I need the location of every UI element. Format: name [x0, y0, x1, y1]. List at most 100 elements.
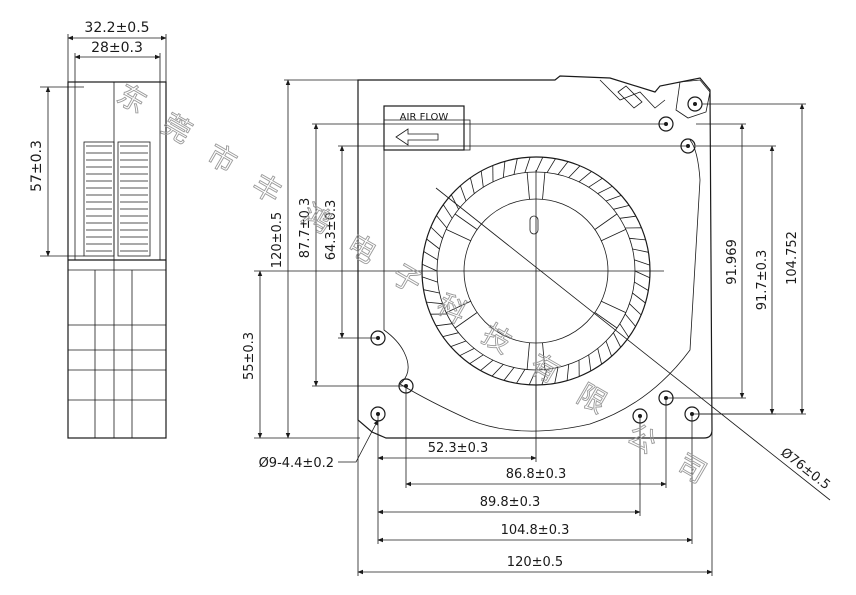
- impeller-blade: [436, 215, 448, 229]
- front-view: AIR FLOW Ø76±0.5: [242, 75, 833, 576]
- impeller-spoke: [526, 172, 530, 200]
- airflow-arrow-icon: [395, 128, 439, 146]
- impeller-blade: [435, 323, 453, 327]
- impeller-spoke: [446, 229, 471, 242]
- dim-bottom-3: 89.8±0.3: [480, 495, 541, 510]
- impeller-blade: [613, 332, 622, 348]
- impeller-blade: [491, 364, 504, 377]
- impeller-blade: [528, 369, 537, 385]
- impeller-blade: [632, 248, 649, 253]
- impeller-blade: [480, 170, 484, 188]
- dim-outlet-height: 57±0.3: [29, 140, 45, 192]
- impeller-blade: [459, 348, 475, 357]
- dim-right-3: 104.752: [785, 231, 800, 285]
- impeller-blade: [442, 332, 459, 337]
- impeller-spoke: [542, 342, 546, 370]
- impeller-blades: [422, 157, 650, 385]
- svg-text:丰: 丰: [247, 167, 288, 210]
- impeller-blade: [588, 354, 592, 372]
- impeller-blade: [422, 276, 438, 283]
- impeller-blade: [503, 367, 515, 381]
- hole-top-right-1: [687, 96, 703, 112]
- impeller-spokes: [446, 172, 626, 370]
- svg-text:子: 子: [387, 257, 428, 300]
- impeller-blade: [460, 185, 467, 202]
- svg-text:司: 司: [672, 447, 713, 490]
- dim-height-hole-1: 87.7±0.3: [298, 198, 313, 259]
- svg-text:电: 电: [342, 227, 383, 270]
- dim-overall-width: 32.2±0.5: [84, 20, 149, 36]
- dim-bottom-1: 52.3±0.3: [428, 441, 489, 456]
- dim-bottom-5: 120±0.5: [507, 555, 563, 570]
- impeller-blade: [634, 270, 650, 279]
- impeller-diameter-leader: [435, 187, 831, 501]
- dim-height-overall: 120±0.5: [270, 212, 285, 268]
- impeller-blade: [588, 177, 603, 188]
- impeller-blade: [442, 204, 453, 219]
- dim-height-hole-3: 55±0.3: [242, 332, 257, 380]
- impeller-blade: [605, 195, 622, 202]
- impeller-blade: [605, 340, 612, 357]
- impeller-blade: [480, 359, 494, 371]
- impeller-spoke: [594, 312, 618, 329]
- impeller-blade: [619, 323, 630, 338]
- dim-impeller-diameter: Ø76±0.5: [778, 445, 833, 493]
- impeller-blade: [450, 340, 467, 347]
- dim-hole-diameter: Ø9-4.4±0.2: [259, 456, 334, 471]
- side-view: 32.2±0.5 28±0.3 57±0.3: [29, 20, 167, 439]
- impeller-blade: [597, 348, 602, 365]
- impeller-blade: [524, 157, 531, 173]
- impeller-blade: [613, 205, 630, 210]
- impeller-blade: [450, 194, 459, 210]
- impeller-blade: [554, 367, 559, 384]
- impeller-spoke: [601, 300, 626, 313]
- impeller-blade: [426, 301, 443, 305]
- impeller-blade: [535, 157, 544, 173]
- dim-bottom-4: 104.8±0.3: [501, 523, 570, 538]
- impeller-spoke: [542, 172, 546, 200]
- impeller-blade: [619, 215, 637, 219]
- dim-height-hole-2: 64.3±0.3: [324, 200, 339, 261]
- svg-text:限: 限: [572, 377, 613, 420]
- svg-text:公: 公: [622, 417, 663, 460]
- dim-bottom-2: 86.8±0.3: [506, 467, 567, 482]
- dim-right-2: 91.7±0.3: [755, 250, 770, 311]
- dim-right-1: 91.969: [725, 239, 740, 285]
- impeller-blade: [624, 313, 636, 327]
- outlet-grille: [83, 141, 151, 257]
- impeller-blade: [629, 303, 642, 316]
- impeller: [410, 156, 664, 410]
- svg-text:莞: 莞: [157, 107, 198, 150]
- impeller-blade: [516, 369, 526, 384]
- svg-text:有: 有: [525, 347, 566, 390]
- impeller-spoke: [601, 229, 626, 242]
- airflow-label: AIR FLOW: [400, 112, 449, 123]
- svg-text:东: 东: [112, 77, 153, 120]
- impeller-spoke: [454, 213, 478, 230]
- impeller-spoke: [446, 300, 471, 313]
- impeller-blade: [423, 289, 440, 294]
- impeller-blade: [597, 185, 613, 194]
- svg-text:科: 科: [432, 287, 473, 330]
- impeller-blade: [430, 226, 443, 239]
- watermark: 东 莞 市 丰 鸿 电 子 科 技 有 限 公 司: [111, 77, 713, 490]
- impeller-blade: [634, 281, 649, 291]
- impeller-blade: [568, 165, 581, 178]
- impeller-blade: [470, 177, 475, 194]
- volute-line: [383, 139, 701, 432]
- impeller-spoke: [454, 312, 478, 329]
- svg-text:市: 市: [202, 137, 243, 180]
- impeller-blade: [546, 158, 556, 173]
- housing-outline: [357, 75, 713, 439]
- airflow-box: AIR FLOW: [383, 105, 465, 151]
- impeller-spoke: [526, 342, 530, 370]
- impeller-blade: [566, 364, 570, 381]
- impeller-blade: [629, 237, 646, 241]
- impeller-blade: [557, 161, 569, 175]
- impeller-blade: [632, 292, 646, 304]
- impeller-blade: [578, 171, 592, 183]
- impeller-blade: [426, 238, 440, 250]
- impeller-blade: [513, 158, 518, 175]
- impeller-blade: [634, 259, 650, 266]
